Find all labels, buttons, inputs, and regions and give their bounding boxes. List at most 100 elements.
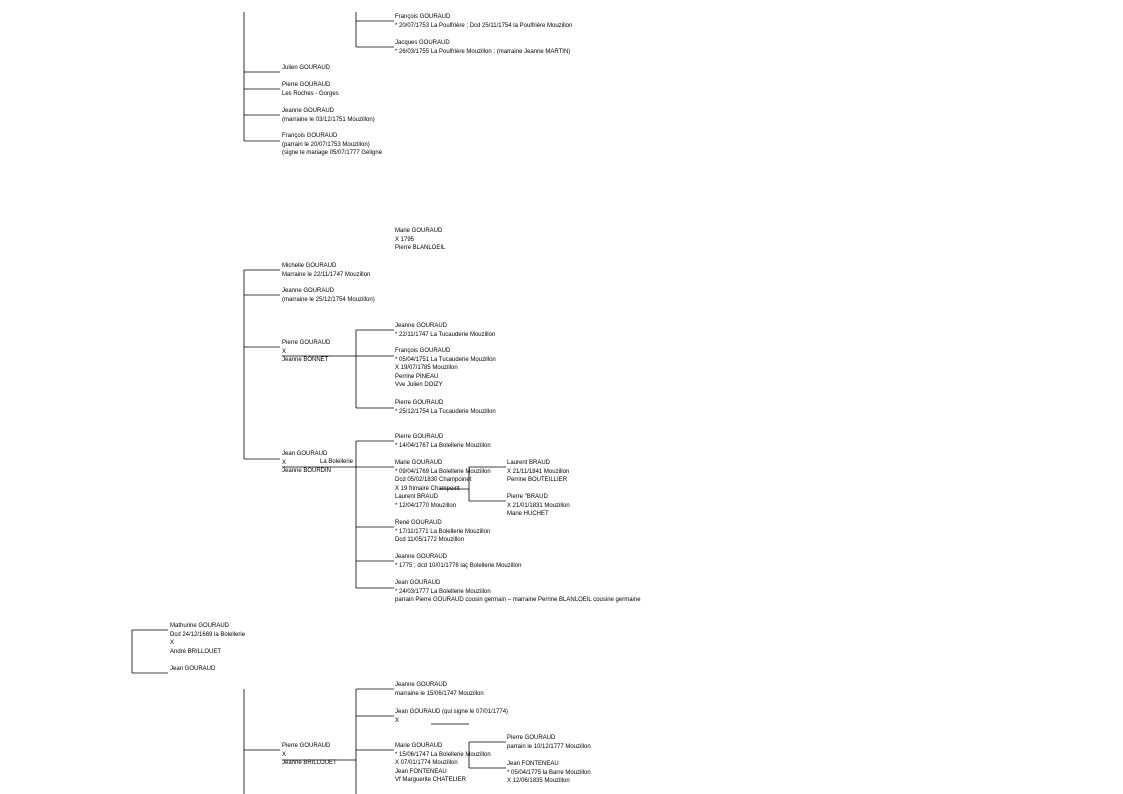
person-name: Pierre "BRAUD	[507, 494, 548, 500]
person-detail: Dcd 24/12/1669 la Bolellerie	[170, 631, 246, 638]
person-p14: Jean GOURAUD X Jeanne BOURDIN	[282, 450, 331, 476]
person-p12: François GOURAUD * 05/04/1751 La Tucauder…	[395, 347, 496, 390]
person-p29: Jean FONTENEAU * 05/04/1775 la Barre Mouz…	[507, 760, 591, 786]
person-name: Marie GOURAUD	[395, 228, 443, 234]
person-detail: Dcd 05/02/1830 Champoinet	[395, 477, 472, 484]
person-p05: Jeanne GOURAUD (marraine le 03/12/1751 Mo…	[282, 107, 375, 124]
person-detail: (marraine le 25/12/1754 Mouzillon)	[282, 296, 375, 303]
person-detail: Dcd 11/05/1772 Mouzillon	[395, 537, 464, 544]
person-p13: Pierre GOURAUD * 25/12/1754 La Tucauderie…	[395, 399, 496, 416]
person-detail: parrain Pierre GOURAUD cousin germain – …	[395, 597, 641, 604]
person-name: Jean GOURAUD	[282, 451, 328, 457]
person-detail: parrain le 10/12/1777 Mouzillon	[507, 743, 591, 750]
person-detail: Marraine le 22/11/1747 Mouzillon	[282, 271, 371, 278]
person-name: Marie GOURAUD	[395, 743, 443, 749]
person-detail: X 21/01/1831 Mouzillon	[507, 502, 570, 509]
person-name: Jean GOURAUD (qui signe le 07/01/1774)	[395, 709, 509, 715]
person-name: Pierre GOURAUD	[507, 735, 556, 741]
person-p01: François GOURAUD * 20/07/1753 La Poulfriè…	[395, 13, 572, 30]
person-p15: Pierre GOURAUD * 14/04/1767 La Bolellerie…	[395, 433, 491, 450]
person-detail: * 12/04/1770 Mouzillon	[395, 502, 457, 509]
person-detail: Jeanne BONNET	[282, 357, 329, 364]
person-detail: * 26/03/1755 La Poulfrière Mouzillon ; (…	[395, 48, 571, 55]
person-detail: Pierre BLANLOEIL	[395, 245, 446, 252]
person-name: Jean GOURAUD	[395, 580, 441, 586]
person-name: François GOURAUD	[282, 133, 338, 139]
person-detail: Jean FONTENEAU	[395, 768, 447, 775]
person-p21: Jean GOURAUD * 24/03/1777 La Bolellerie M…	[395, 579, 641, 605]
person-name: Pierre GOURAUD	[282, 340, 331, 346]
person-detail: X 1795	[395, 236, 415, 243]
person-detail: X 07/01/1774 Mouzillon	[395, 760, 458, 767]
person-detail: André BRILLOUET	[170, 648, 222, 655]
person-p10: Pierre GOURAUD X Jeanne BONNET	[282, 339, 330, 365]
person-name: Pierre GOURAUD	[282, 743, 331, 749]
person-detail: marraine le 15/06/1747 Mouzillon	[395, 690, 484, 697]
person-name: Jeanne GOURAUD	[395, 323, 448, 329]
person-p16: Marie GOURAUD * 09/04/1769 La Bolellerie …	[395, 459, 491, 511]
person-p28: Pierre GOURAUD parrain le 10/12/1777 Mouz…	[507, 734, 591, 751]
place-label-bolellerie: La Bolellerie	[320, 459, 354, 465]
person-p25: Jean GOURAUD (qui signe le 07/01/1774) X	[395, 708, 508, 725]
person-detail: X	[282, 459, 287, 466]
person-detail: X 12/06/1835 Mouzillon	[507, 778, 570, 785]
person-p24: Jeanne GOURAUD marraine le 15/06/1747 Mou…	[395, 681, 484, 698]
person-name: Jeanne GOURAUD	[282, 288, 335, 294]
person-detail: X	[282, 348, 287, 355]
person-detail: * 09/04/1769 La Bolellerie Mouzillon	[395, 468, 491, 475]
person-detail: X	[170, 640, 175, 647]
person-name: Pierre GOURAUD	[282, 82, 331, 88]
person-p27: Marie GOURAUD * 15/06/1747 La Bolellerie …	[395, 742, 491, 785]
person-detail: * 05/04/1751 La Tucauderie Mouzillon	[395, 356, 496, 363]
person-detail: * 05/04/1775 la Barre Mouzillon	[507, 769, 591, 776]
person-detail: Jeanne BRILLOUET	[282, 760, 337, 767]
person-p11: Jeanne GOURAUD * 22/11/1747 La Tucauderie…	[395, 322, 495, 339]
person-detail: Vve Julien DOIZY	[395, 382, 443, 389]
person-detail: (signe le mariage 05/07/1777 Géligné	[282, 150, 383, 157]
person-name: Mathurine GOURAUD	[170, 623, 230, 629]
person-detail: * 14/04/1767 La Bolellerie Mouzillon	[395, 442, 491, 449]
person-p09: Jeanne GOURAUD (marraine le 25/12/1754 Mo…	[282, 287, 375, 304]
person-p19: René GOURAUD * 17/11/1771 La Bolellerie M…	[395, 519, 490, 545]
person-detail: * 24/03/1777 La Bolellerie Mouzillon	[395, 588, 491, 595]
person-name: Marie GOURAUD	[395, 460, 443, 466]
person-name: Pierre GOURAUD	[395, 434, 444, 440]
person-name: Michelle GOURAUD	[282, 263, 337, 269]
person-name: Jeanne GOURAUD	[395, 682, 448, 688]
person-detail: * 22/11/1747 La Tucauderie Mouzillon	[395, 331, 496, 338]
person-detail: X 19 frimaire Champoint	[395, 485, 460, 492]
person-detail: Jeanne BOURDIN	[282, 468, 332, 475]
person-name: Jacques GOURAUD	[395, 40, 450, 46]
person-detail: Vf Marguerite CHATELIER	[395, 777, 466, 784]
person-name: François GOURAUD	[395, 14, 451, 20]
person-detail: (marraine le 03/12/1751 Mouzillon)	[282, 116, 375, 123]
person-name: Jeanne GOURAUD	[282, 108, 335, 114]
person-detail: * 20/07/1753 La Poulfrière ; Dcd 25/11/1…	[395, 22, 573, 29]
person-p02: Jacques GOURAUD * 26/03/1755 La Poulfrièr…	[395, 39, 570, 56]
person-name: René GOURAUD	[395, 520, 442, 526]
person-detail: X 21/11/1841 Mouzillon	[507, 468, 570, 475]
person-name: Jean FONTENEAU	[507, 761, 559, 767]
person-name: Laurent BRAUD	[507, 460, 551, 466]
person-detail: X 19/07/1785 Mouzillon	[395, 365, 458, 372]
person-p20: Jeanne GOURAUD * 1775 ; dcd 10/01/1776 la…	[395, 553, 521, 570]
person-p23: Jean GOURAUD	[170, 665, 215, 674]
person-name: François GOURAUD	[395, 348, 451, 354]
person-detail: * 25/12/1754 La Tucauderie Mouzillon	[395, 408, 496, 415]
person-name: Jeanne GOURAUD	[395, 554, 448, 560]
person-name: Julien GOURAUD	[282, 65, 331, 71]
person-detail: * 15/06/1747 La Bolellerie Mouzillon	[395, 751, 491, 758]
person-detail: * 1775 ; dcd 10/01/1776 laç Bolellerie M…	[395, 562, 522, 569]
person-p08: Michelle GOURAUD Marraine le 22/11/1747 M…	[282, 262, 370, 279]
person-name: Pierre GOURAUD	[395, 400, 444, 406]
person-detail: Perrine BOUTEILLIER	[507, 477, 568, 484]
person-detail: X	[395, 717, 400, 724]
person-detail: (parrain le 20/07/1753 Mouzillon)	[282, 141, 370, 148]
person-detail: * 17/11/1771 La Bolellerie Mouzillon	[395, 528, 491, 535]
